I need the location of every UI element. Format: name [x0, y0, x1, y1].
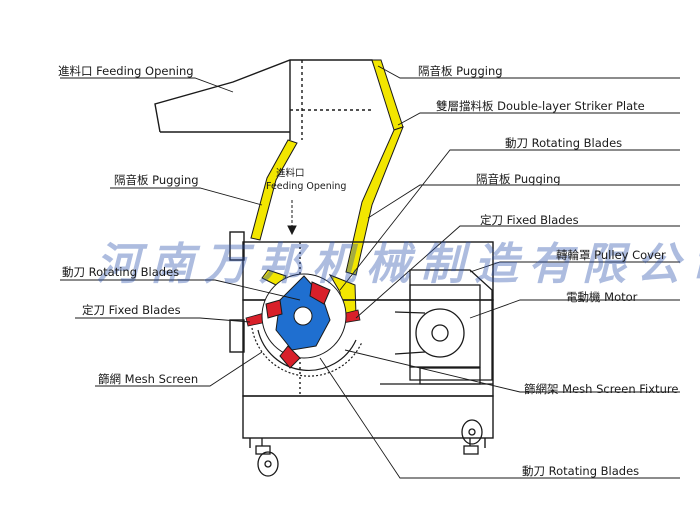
label-rotating-blades-top: 動刀 Rotating Blades	[505, 136, 623, 150]
rotor	[261, 273, 347, 369]
label-pugging-top: 隔音板 Pugging	[418, 64, 503, 78]
label-pugging-left: 隔音板 Pugging	[114, 173, 199, 187]
label-pugging-right: 隔音板 Pugging	[476, 172, 561, 186]
leader-lines	[60, 65, 680, 479]
watermark: 河南万邦机械制造有限公司	[96, 239, 700, 290]
label-double-layer-striker-plate: 雙層擋料板 Double-layer Striker Plate	[436, 99, 645, 113]
feed-arrow	[287, 200, 297, 236]
label-feeding-opening-inner-en: Feeding Opening	[266, 181, 347, 192]
label-feeding-opening-inner-cn: 進料口	[276, 168, 305, 179]
label-rotating-blades-bottom: 動刀 Rotating Blades	[522, 464, 640, 478]
label-fixed-blades-right: 定刀 Fixed Blades	[480, 213, 579, 227]
label-feeding-opening: 進料口 Feeding Opening	[58, 64, 194, 78]
label-rotating-blades-left: 動刀 Rotating Blades	[62, 265, 180, 279]
motor-assembly	[380, 269, 493, 385]
label-fixed-blades-left: 定刀 Fixed Blades	[82, 303, 181, 317]
label-motor: 電動機 Motor	[566, 290, 638, 304]
label-pulley-cover: 轉輪罩 Pulley Cover	[556, 248, 666, 262]
label-mesh-screen: 篩網 Mesh Screen	[98, 372, 199, 386]
mesh-screen	[251, 327, 363, 377]
label-mesh-screen-fixture: 篩網架 Mesh Screen Fixture	[524, 382, 679, 396]
wheels	[255, 419, 483, 477]
